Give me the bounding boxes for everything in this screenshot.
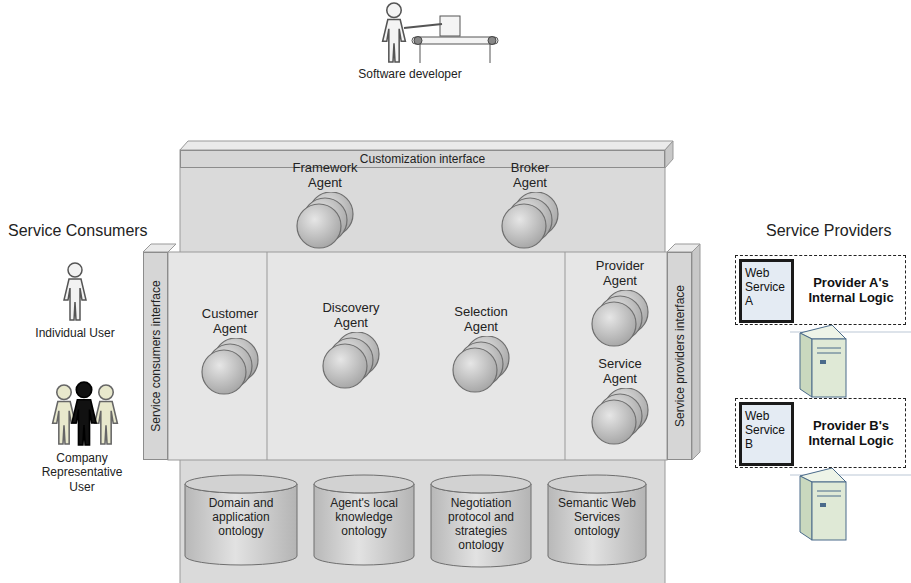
company-user-figure (72, 382, 96, 445)
server-icon (800, 325, 846, 397)
agent-name: Provider Agent (578, 258, 662, 288)
agent-icon (449, 336, 513, 396)
server-icon (800, 468, 846, 540)
web-service-box: Web Service A (739, 259, 794, 323)
agent-node: Customer Agent (190, 306, 270, 398)
agent-icon (319, 332, 383, 392)
package-box (440, 16, 460, 36)
agent-name: Discovery Agent (308, 300, 394, 330)
interface-band: Service providers interface (667, 252, 692, 460)
developer-arm (404, 24, 442, 28)
group-heading: Service Consumers (8, 221, 178, 240)
company-user-figure (95, 385, 118, 444)
web-service-box: Web Service B (739, 402, 794, 466)
ontology-name: Negotiation protocol and strategies onto… (430, 474, 532, 556)
ontology-cylinder: Negotiation protocol and strategies onto… (430, 474, 532, 568)
agent-name: Framework Agent (280, 160, 370, 190)
agent-icon (588, 290, 652, 350)
agent-icon (588, 388, 652, 448)
developer-figure (383, 3, 406, 62)
agent-disc (202, 350, 246, 394)
interface-name: Customization interface (181, 151, 664, 167)
service-name: Web Service B (742, 405, 791, 451)
ontology-cylinder: Domain and application ontology (184, 474, 298, 566)
interface-name: Service consumers interface (149, 280, 163, 431)
agent-node: Selection Agent (440, 304, 522, 396)
interface-band: Customization interface (180, 150, 665, 168)
agent-name: Selection Agent (440, 304, 522, 334)
service-name: Web Service A (742, 262, 791, 308)
provider-name: Provider A's Internal Logic (799, 275, 903, 305)
conveyor-leg (490, 44, 491, 63)
ontology-cylinder: Agent's local knowledge ontology (313, 474, 415, 566)
slab-top-face (143, 244, 176, 252)
agent-disc (297, 204, 341, 248)
agent-node: Broker Agent (495, 160, 565, 252)
agent-disc (592, 302, 636, 346)
agent-icon (293, 192, 357, 252)
agents-panel (168, 252, 667, 460)
individual-user-figure (64, 263, 86, 320)
ontology-cylinder: Semantic Web Services ontology (547, 474, 647, 566)
conveyor-wheel (414, 37, 422, 45)
role-caption: Individual User (32, 326, 118, 340)
agent-name: Service Agent (578, 356, 662, 386)
group-heading: Service Providers (766, 221, 906, 240)
provider-box: Web Service B Provider B's Internal Logic (735, 398, 906, 468)
conveyor-belt (412, 37, 498, 44)
agent-node: Service Agent (578, 356, 662, 448)
agent-icon (198, 338, 262, 398)
interface-name: Service providers interface (673, 285, 687, 427)
agent-disc (323, 344, 367, 388)
agent-disc (502, 204, 546, 248)
panel-divider (267, 252, 268, 460)
agent-disc (592, 400, 636, 444)
company-user-figure (53, 385, 76, 444)
panel-divider (565, 252, 566, 460)
role-caption: Software developer (355, 67, 465, 81)
agent-node: Provider Agent (578, 258, 662, 350)
ontology-name: Agent's local knowledge ontology (313, 474, 415, 542)
agent-disc (453, 348, 497, 392)
agent-node: Framework Agent (280, 160, 370, 252)
slab-side-face (665, 141, 673, 168)
agent-name: Broker Agent (495, 160, 565, 190)
agent-name: Customer Agent (190, 306, 270, 336)
role-caption: Company Representative User (32, 451, 132, 494)
conveyor-wheel (488, 37, 496, 45)
provider-box: Web Service A Provider A's Internal Logic (735, 255, 906, 325)
ontology-name: Semantic Web Services ontology (547, 474, 647, 542)
ontology-name: Domain and application ontology (184, 474, 298, 542)
conveyor-leg (420, 44, 421, 63)
interface-band: Service consumers interface (143, 252, 168, 460)
provider-name: Provider B's Internal Logic (799, 418, 903, 448)
slab-side-face (692, 244, 700, 460)
agent-icon (498, 192, 562, 252)
agent-node: Discovery Agent (308, 300, 394, 392)
slab-top-face (180, 141, 673, 150)
